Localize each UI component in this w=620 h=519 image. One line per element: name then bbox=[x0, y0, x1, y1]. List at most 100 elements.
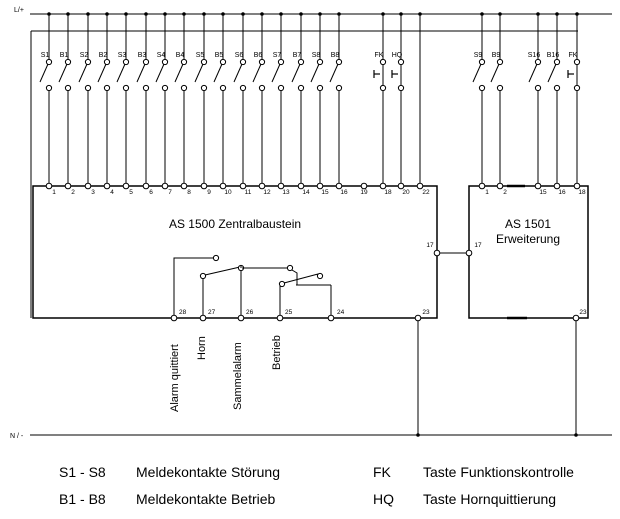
pin-label: 20 bbox=[402, 189, 410, 196]
unit-terminal bbox=[297, 182, 305, 190]
contact-terminal bbox=[122, 84, 130, 92]
contact-terminal bbox=[534, 84, 542, 92]
terminal-23-ext bbox=[572, 314, 580, 322]
contact-label: B6 bbox=[254, 52, 263, 59]
terminal-17-main bbox=[433, 249, 441, 257]
terminal-22 bbox=[416, 182, 424, 190]
legend-desc: Meldekontakte Betrieb bbox=[136, 491, 276, 507]
output-betrieb: Betrieb bbox=[271, 335, 283, 370]
contact-label: S2 bbox=[80, 52, 89, 59]
pin-label: 18 bbox=[578, 189, 586, 196]
unit-terminal bbox=[496, 182, 504, 190]
contact-terminal bbox=[161, 58, 169, 66]
contact-column: B48 bbox=[174, 12, 191, 196]
unit-terminal bbox=[142, 182, 150, 190]
contact-label: FK bbox=[375, 52, 384, 59]
pin-22-label: 22 bbox=[422, 189, 430, 196]
pin-label: 7 bbox=[168, 189, 172, 196]
junction bbox=[574, 433, 578, 437]
contact-terminal bbox=[316, 84, 324, 92]
pin-label: 18 bbox=[384, 189, 392, 196]
contact-terminal bbox=[200, 84, 208, 92]
unit-terminal bbox=[478, 182, 486, 190]
contact-terminal bbox=[335, 58, 343, 66]
legend-desc: Taste Hornquittierung bbox=[423, 491, 556, 507]
terminal-28 bbox=[170, 314, 178, 322]
pin-label: 15 bbox=[539, 189, 547, 196]
contact-label: S9 bbox=[474, 52, 483, 59]
contact-terminal bbox=[277, 84, 285, 92]
contact-terminal bbox=[316, 58, 324, 66]
junction bbox=[416, 433, 420, 437]
unit-terminal bbox=[45, 182, 53, 190]
pin-17-main-label: 17 bbox=[426, 242, 434, 249]
contact-column: B12 bbox=[58, 12, 75, 196]
output-horn: Horn bbox=[196, 336, 208, 360]
contact-label: S8 bbox=[312, 52, 321, 59]
contact-terminal bbox=[573, 84, 581, 92]
contact-terminal bbox=[277, 58, 285, 66]
contact-label: B4 bbox=[176, 52, 185, 59]
contact-terminal bbox=[397, 84, 405, 92]
unit-terminal bbox=[258, 182, 266, 190]
pin-label: 10 bbox=[224, 189, 232, 196]
pin-19-label: 19 bbox=[360, 189, 368, 196]
contact-label: B2 bbox=[99, 52, 108, 59]
terminal-25 bbox=[276, 314, 284, 322]
contact-label: B7 bbox=[293, 52, 302, 59]
contact-terminal bbox=[478, 84, 486, 92]
unit-terminal bbox=[200, 182, 208, 190]
contact-terminal bbox=[553, 58, 561, 66]
rail-bottom-label: N / - bbox=[10, 433, 24, 440]
contact-terminal bbox=[180, 84, 188, 92]
contact-terminal bbox=[84, 58, 92, 66]
pin-label: 4 bbox=[110, 189, 114, 196]
contact-terminal bbox=[161, 84, 169, 92]
contact-label: S16 bbox=[528, 52, 541, 59]
pin-label: 6 bbox=[149, 189, 153, 196]
contact-column: S59 bbox=[194, 12, 211, 196]
contact-terminal bbox=[122, 58, 130, 66]
contact-terminal bbox=[534, 58, 542, 66]
pin-label: 1 bbox=[52, 189, 56, 196]
contact-terminal bbox=[103, 58, 111, 66]
unit-terminal bbox=[64, 182, 72, 190]
contact-terminal bbox=[64, 84, 72, 92]
rail-top-label: L/+ bbox=[14, 7, 24, 14]
unit-terminal bbox=[573, 182, 581, 190]
contact-terminal bbox=[573, 58, 581, 66]
contact-terminal bbox=[496, 58, 504, 66]
unit-terminal bbox=[122, 182, 130, 190]
contact-terminal bbox=[553, 84, 561, 92]
terminal-19 bbox=[360, 182, 368, 190]
main-contacts-group: S11B12S23B24S35B36S47B48S59B510S611B612S… bbox=[39, 12, 410, 196]
main-unit-title: AS 1500 Zentralbaustein bbox=[169, 217, 301, 231]
unit-terminal bbox=[180, 182, 188, 190]
legend-desc: Meldekontakte Störung bbox=[136, 464, 280, 480]
main-unit-box bbox=[32, 185, 438, 319]
contact-terminal bbox=[379, 58, 387, 66]
contact-column: S35 bbox=[116, 12, 133, 196]
contact-terminal bbox=[239, 58, 247, 66]
pin-label: 2 bbox=[71, 189, 75, 196]
contact-terminal bbox=[219, 58, 227, 66]
legend-key: S1 - S8 bbox=[59, 464, 106, 480]
contact-column: S16 15 bbox=[528, 12, 547, 196]
contact-column: B2 4 bbox=[97, 12, 114, 196]
pin-label: 12 bbox=[263, 189, 271, 196]
pin-28-label: 28 bbox=[179, 309, 187, 316]
contact-terminal bbox=[258, 84, 266, 92]
unit-terminal bbox=[335, 182, 343, 190]
contact-terminal bbox=[84, 84, 92, 92]
legend: S1 - S8 Meldekontakte Störung FK Taste F… bbox=[59, 464, 574, 507]
contact-column: S91 bbox=[472, 12, 489, 196]
contact-terminal bbox=[379, 84, 387, 92]
unit-terminal bbox=[103, 182, 111, 190]
ext-unit-box bbox=[468, 185, 589, 319]
